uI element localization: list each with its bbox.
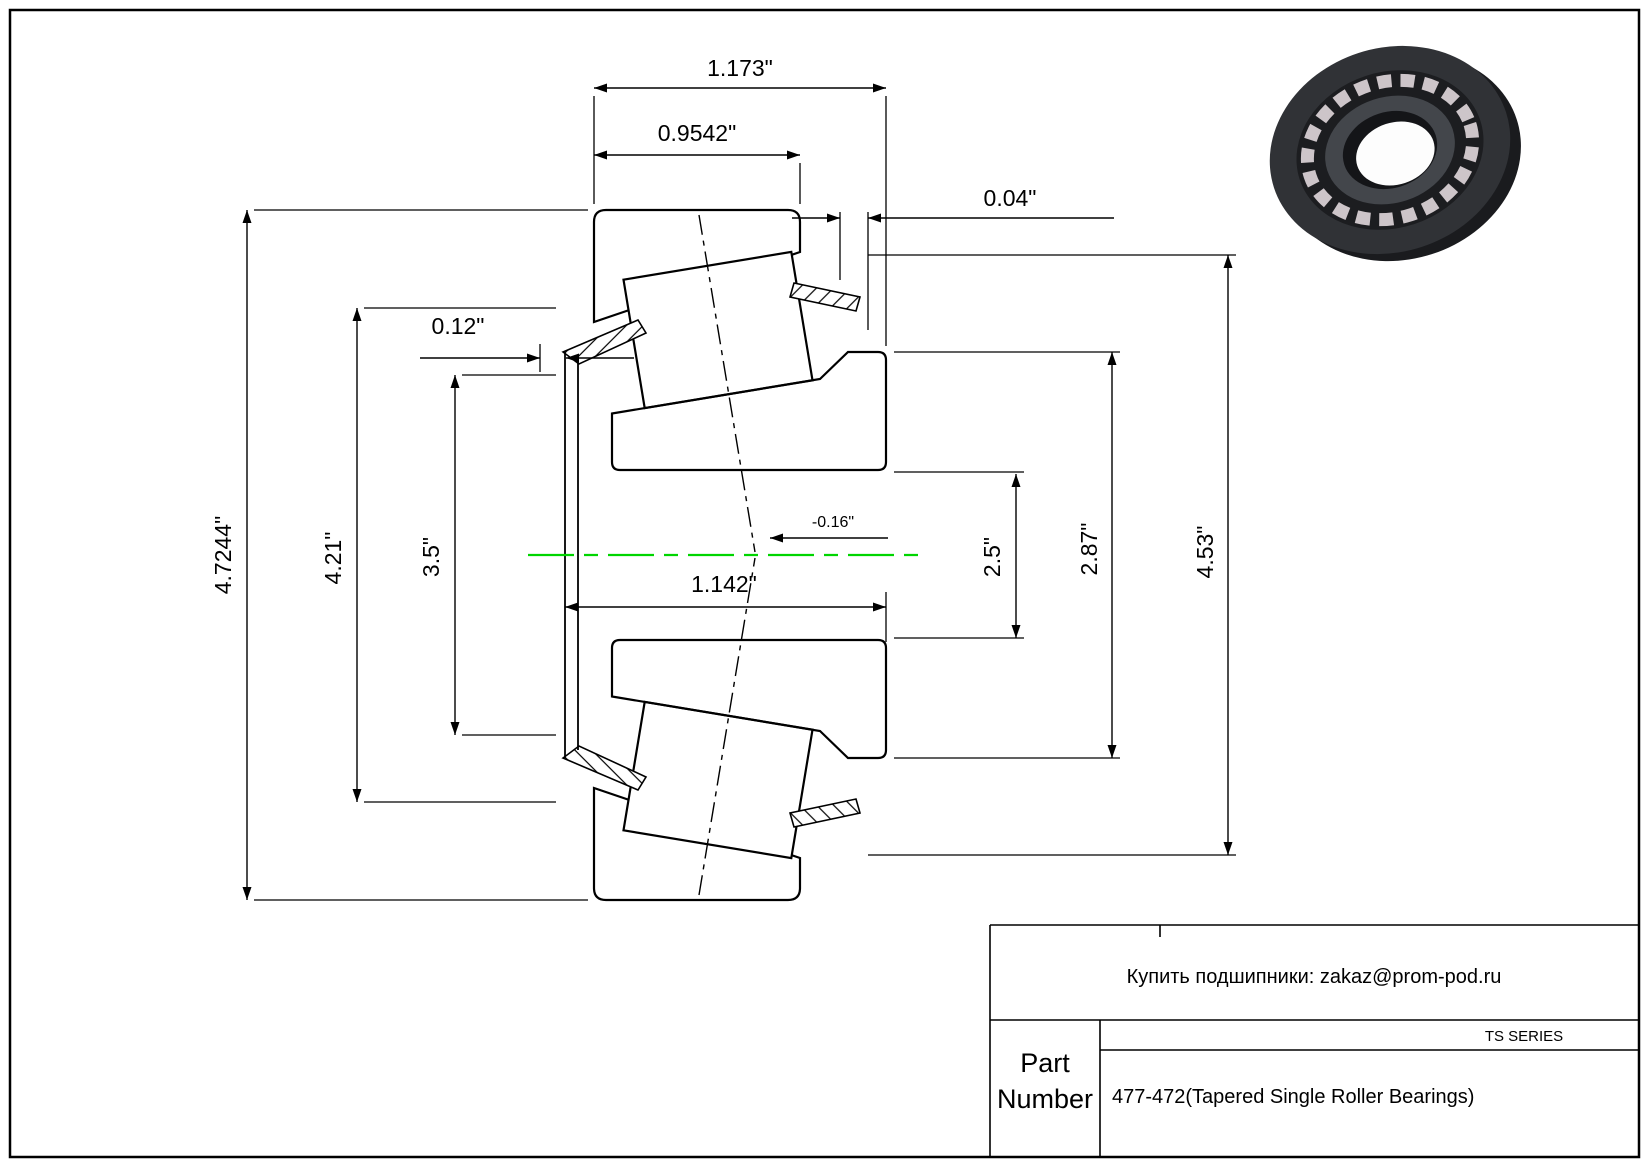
dim-offset-a-label: 0.04"	[984, 185, 1037, 211]
part-label-line1: Part	[1020, 1048, 1070, 1078]
dim-offset-a: 0.04"	[792, 185, 1114, 330]
section-top-half	[561, 208, 888, 555]
dim-cup-width: 0.9542"	[594, 120, 801, 204]
photo-bore-hole	[1356, 121, 1435, 186]
dim-dia-a-label: 4.21"	[320, 532, 346, 585]
cage-big-end	[788, 282, 862, 312]
cup-section	[592, 208, 802, 324]
dim-overall-width: 1.173"	[593, 55, 887, 346]
cone-section	[610, 350, 888, 472]
dim-dia-c-label: 2.87"	[1076, 523, 1102, 576]
dim-dia-d-label: 4.53"	[1192, 526, 1218, 579]
part-number-value: 477-472(Tapered Single Roller Bearings)	[1112, 1086, 1474, 1108]
dim-cup-od-label: 4.7244"	[210, 516, 236, 595]
bearing-photo	[1269, 45, 1521, 262]
dim-dia-c: 2.87"	[894, 351, 1120, 759]
dim-cup-width-label: 0.9542"	[658, 120, 737, 146]
dim-offset-b: 0.12"	[420, 313, 634, 372]
dim-dia-b-label: 3.5"	[418, 537, 444, 577]
contact-text: Купить подшипники: zakaz@prom-pod.ru	[1127, 966, 1502, 988]
page-frame	[8, 8, 1641, 1159]
dim-offset-c: -0.16"	[770, 514, 888, 543]
photo-cage-rollers	[1300, 73, 1480, 227]
series-text: TS SERIES	[1485, 1028, 1563, 1045]
dim-bore: 2.5"	[894, 471, 1024, 639]
dim-cup-od: 4.7244"	[210, 209, 588, 901]
dimensions: 1.173" 0.9542" 0.04" 0.12" 4.7244"	[210, 55, 1236, 901]
bearing-section	[528, 208, 922, 902]
dim-dia-b: 3.5"	[418, 374, 556, 736]
dim-cone-width-label: 1.142"	[691, 571, 757, 597]
dim-cone-width: 1.142"	[565, 571, 887, 642]
dim-offset-c-label: -0.16"	[812, 514, 854, 531]
dim-overall-width-label: 1.173"	[707, 55, 773, 81]
dim-dia-a: 4.21"	[320, 307, 556, 803]
dim-offset-b-label: 0.12"	[432, 313, 485, 339]
dim-dia-d: 4.53"	[868, 254, 1236, 856]
title-block: Купить подшипники: zakaz@prom-pod.ru TS …	[989, 924, 1639, 1157]
part-label-line2: Number	[997, 1084, 1093, 1114]
dim-bore-label: 2.5"	[979, 537, 1005, 577]
roller-axis-line	[698, 214, 756, 553]
